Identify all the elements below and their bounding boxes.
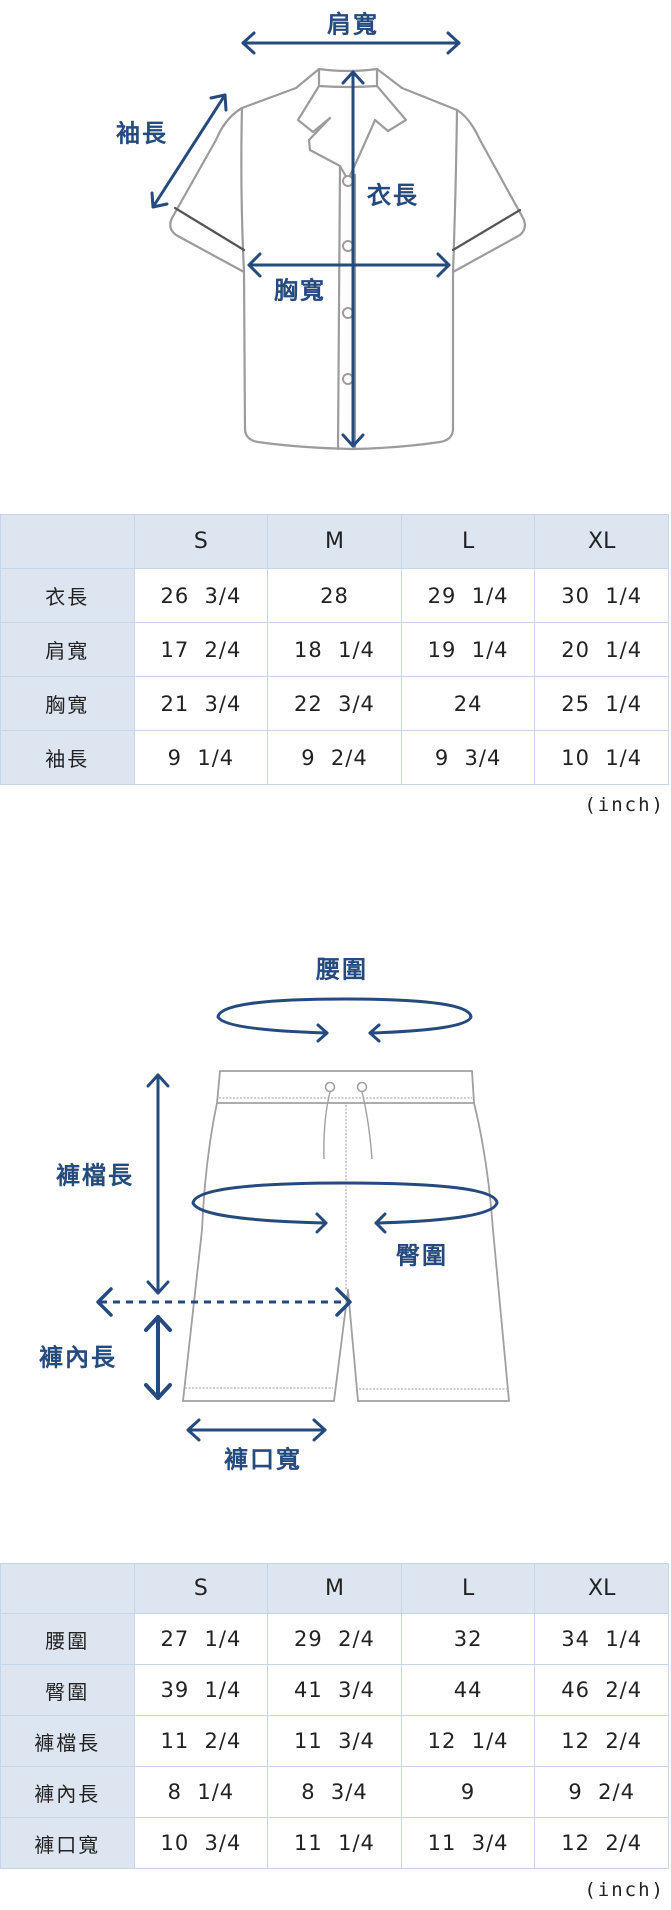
row-label: 褲檔長: [0, 1715, 135, 1767]
cell: 20 1/4: [534, 622, 669, 677]
pants-diagram: 腰圍 臀圍 褲檔長 褲內長 褲口寬: [0, 940, 671, 1480]
cell: 28: [267, 568, 402, 623]
chest-width-label: 胸寬: [274, 276, 326, 305]
eyelet-icon: [324, 1081, 336, 1093]
row-label: 臀圍: [0, 1664, 135, 1716]
table-row: 臀圍 39 1/4 41 3/4 44 46 2/4: [0, 1664, 669, 1716]
hip-loop: [191, 1181, 499, 1225]
sleeve-length-label: 袖長: [116, 119, 168, 148]
cell: 41 3/4: [267, 1664, 402, 1716]
sleeve-arrow: [151, 93, 227, 209]
cell: 26 3/4: [133, 568, 269, 623]
cell: 32: [400, 1613, 536, 1665]
table-row: 褲檔長 11 2/4 11 3/4 12 1/4 12 2/4: [0, 1715, 669, 1767]
cell: 46 2/4: [534, 1664, 669, 1716]
cell: 12 2/4: [534, 1715, 669, 1767]
header-size-s: S: [133, 514, 269, 569]
table-row: 腰圍 27 1/4 29 2/4 32 34 1/4: [0, 1613, 669, 1665]
cell: 12 2/4: [534, 1817, 669, 1869]
pants-unit-label: (inch): [584, 1879, 665, 1901]
pants-illustration: [96, 997, 510, 1442]
shirt-diagram: 肩寬 袖長 衣長 胸寬: [0, 0, 671, 480]
cell: 24: [400, 676, 536, 731]
table-row: 肩寬 17 2/4 18 1/4 19 1/4 20 1/4: [0, 622, 669, 677]
cell: 9: [400, 1766, 536, 1818]
cell: 18 1/4: [267, 622, 402, 677]
header-size-l: L: [400, 1563, 536, 1614]
header-size-m: M: [267, 514, 402, 569]
row-label: 胸寬: [0, 676, 135, 731]
cell: 9 1/4: [133, 730, 269, 785]
table-header-row: S M L XL: [0, 514, 669, 569]
shoulder-width-label: 肩寬: [327, 10, 379, 39]
hem-width-label: 褲口寬: [224, 1445, 302, 1474]
cell: 21 3/4: [133, 676, 269, 731]
shirt-unit-label: (inch): [584, 794, 665, 816]
header-size-l: L: [400, 514, 536, 569]
cell: 9 2/4: [534, 1766, 669, 1818]
cell: 11 3/4: [267, 1715, 402, 1767]
row-label: 腰圍: [0, 1613, 135, 1665]
cell: 29 2/4: [267, 1613, 402, 1665]
rise-label: 褲檔長: [56, 1161, 134, 1190]
table-row: 褲口寬 10 3/4 11 1/4 11 3/4 12 2/4: [0, 1817, 669, 1869]
pants-size-table: S M L XL 腰圍 27 1/4 29 2/4 32 34 1/4 臀圍 3…: [0, 1563, 669, 1869]
cell: 10 1/4: [534, 730, 669, 785]
table-row: 胸寬 21 3/4 22 3/4 24 25 1/4: [0, 676, 669, 731]
cell: 39 1/4: [133, 1664, 269, 1716]
cell: 19 1/4: [400, 622, 536, 677]
table-header-row: S M L XL: [0, 1563, 669, 1614]
cell: 10 3/4: [133, 1817, 269, 1869]
cell: 12 1/4: [400, 1715, 536, 1767]
cell: 30 1/4: [534, 568, 669, 623]
hip-label: 臀圍: [396, 1241, 448, 1270]
cell: 11 3/4: [400, 1817, 536, 1869]
body-length-label: 衣長: [367, 181, 419, 210]
cell: 9 3/4: [400, 730, 536, 785]
row-label: 袖長: [0, 730, 135, 785]
row-label: 褲內長: [0, 1766, 135, 1818]
cell: 11 2/4: [133, 1715, 269, 1767]
cell: 11 1/4: [267, 1817, 402, 1869]
eyelet-icon: [356, 1081, 368, 1093]
cell: 25 1/4: [534, 676, 669, 731]
cell: 44: [400, 1664, 536, 1716]
row-label: 衣長: [0, 568, 135, 623]
cell: 22 3/4: [267, 676, 402, 731]
header-size-xl: XL: [534, 1563, 669, 1614]
cell: 17 2/4: [133, 622, 269, 677]
table-row: 褲內長 8 1/4 8 3/4 9 9 2/4: [0, 1766, 669, 1818]
inseam-label: 褲內長: [39, 1343, 117, 1372]
table-row: 衣長 26 3/4 28 29 1/4 30 1/4: [0, 568, 669, 623]
header-size-xl: XL: [534, 514, 669, 569]
cell: 8 1/4: [133, 1766, 269, 1818]
header-corner: [0, 1563, 135, 1614]
table-row: 袖長 9 1/4 9 2/4 9 3/4 10 1/4: [0, 730, 669, 785]
cell: 29 1/4: [400, 568, 536, 623]
header-size-m: M: [267, 1563, 402, 1614]
waist-loop: [216, 997, 473, 1035]
cell: 9 2/4: [267, 730, 402, 785]
row-label: 肩寬: [0, 622, 135, 677]
waist-label: 腰圍: [316, 955, 368, 984]
shirt-illustration: [150, 31, 527, 451]
cell: 27 1/4: [133, 1613, 269, 1665]
header-corner: [0, 514, 135, 569]
shirt-size-table: S M L XL 衣長 26 3/4 28 29 1/4 30 1/4 肩寬 1…: [0, 514, 669, 785]
cell: 8 3/4: [267, 1766, 402, 1818]
cell: 34 1/4: [534, 1613, 669, 1665]
row-label: 褲口寬: [0, 1817, 135, 1869]
header-size-s: S: [133, 1563, 269, 1614]
